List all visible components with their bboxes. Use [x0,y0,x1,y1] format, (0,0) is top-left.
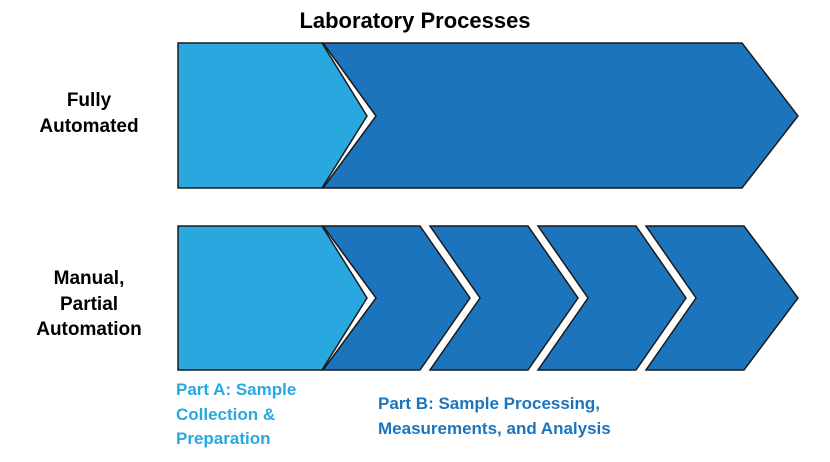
row1-part-a-chevron [177,42,368,189]
row2-part-b-chevron-3 [536,225,687,371]
row2-part-b-chevron-1 [321,225,471,371]
row1-part-b-chevron [321,42,799,189]
part-b-label: Part B: Sample Processing, Measurements,… [378,394,611,438]
row2-part-b-chevron-4 [644,225,799,371]
row2-part-a-chevron [177,225,368,371]
row2-part-b-chevron-2 [428,225,579,371]
diagram-title: Laboratory Processes [299,8,531,33]
row-label-fully-automated: Fully Automated [39,90,139,137]
part-a-label: Part A: Sample Collection & Preparation [176,380,297,449]
row-label-manual-partial-automation: Manual, Partial Automation [36,268,142,341]
